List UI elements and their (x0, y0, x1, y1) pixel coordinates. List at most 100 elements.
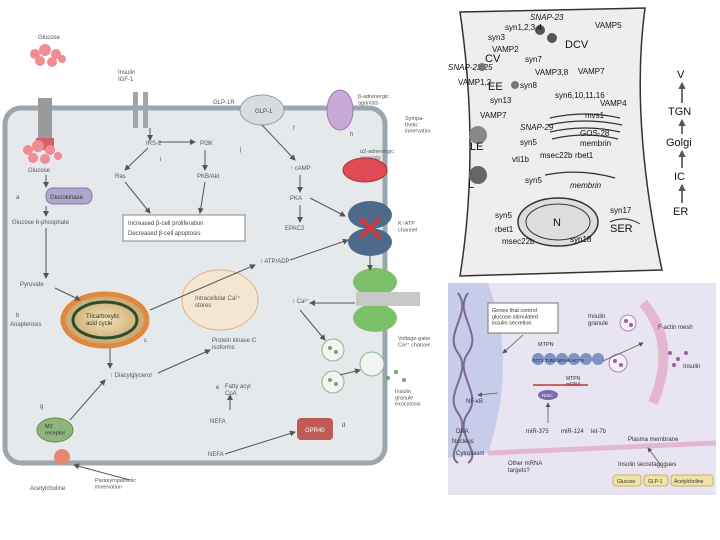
outcome-apoptosis: Decreased β-cell apoptosis (128, 231, 201, 237)
microrna-arrows (477, 334, 664, 469)
l-label: L (468, 179, 474, 191)
cv-vesicle (478, 63, 486, 71)
epac2-label: EPAC2 (285, 226, 305, 232)
letter-h: h (350, 132, 353, 138)
acetylcholine-ligand (54, 449, 70, 465)
mir124-label: miR-124 (561, 429, 584, 435)
alpha2-receptor (342, 157, 388, 183)
dcv-vesicle-2 (547, 33, 557, 43)
microrna-svg: DNA Nucleus Cytoplasm NF-κB Genes that c… (448, 283, 717, 495)
syn5-label: syn5 (520, 138, 537, 147)
le-organelle (469, 126, 487, 144)
secretagogues-label: Insulin secretagogues (618, 462, 676, 468)
vti1b-label: vti1b (512, 155, 529, 164)
pathway-tgn: TGN (668, 106, 691, 118)
nuclear-envelope (525, 203, 591, 241)
atp-adp-label: ↑ ATP/ADP (260, 259, 290, 265)
n-label: N (553, 217, 561, 229)
plasma-membrane-curve (639, 299, 669, 405)
irs2-label: IRS-2 (146, 141, 162, 147)
plasma-membrane-label: Plasma membrane (628, 437, 679, 443)
pi3k-label: PI3K (200, 141, 213, 147)
glucokinase-box (45, 187, 93, 205)
vgcc-channel (353, 268, 420, 332)
anaplerosis-label: Anaplerosis (10, 322, 41, 328)
rbet1b-label: rbet1 (495, 225, 514, 234)
syn18-label: syn18 (570, 235, 592, 244)
snap2325-label: SNAP-23,25 (448, 63, 493, 72)
vamp4-label: VAMP4 (600, 99, 627, 108)
intracellular-ca-stores (181, 269, 259, 331)
ca-label: ↑ Ca²⁺ (292, 298, 310, 305)
le-label: LE (470, 141, 483, 153)
insulin-label: Insulin (683, 364, 700, 370)
letter-f: f (293, 126, 295, 132)
dna-label: DNA (456, 429, 469, 435)
letter-c: c (144, 338, 147, 344)
pka-label: PKA (290, 196, 302, 202)
gpr40-receptor (297, 418, 333, 440)
pathway-golgi: Golgi (666, 137, 692, 149)
acetylcholine-pill-label: Acetylcholine (674, 479, 704, 485)
rbet1-label: rbet1 (575, 151, 594, 160)
glucose-cloud-inside (23, 140, 62, 164)
ic-membrane (544, 171, 616, 179)
letter-b: b (16, 313, 20, 319)
insulin-receptor-right (143, 92, 148, 128)
mtpn-mrna-label: MTPNmRNA (566, 376, 581, 388)
syn5c-label: syn5 (495, 211, 512, 220)
outcomes-box (122, 214, 246, 242)
letter-i: i (160, 157, 161, 163)
glucose-label: Glucose (28, 168, 51, 174)
risc-label: RISC (542, 393, 554, 398)
glucose-cloud-top (30, 44, 66, 67)
m2-receptor (36, 417, 74, 443)
vamp5-label: VAMP5 (595, 21, 622, 30)
acetylcholine-pill (670, 474, 714, 487)
syn3-label: syn3 (488, 33, 505, 42)
syn17-label: syn17 (610, 206, 632, 215)
membrin2-label: membrin (570, 181, 602, 190)
letter-d: d (342, 423, 345, 429)
msec22b-label: msec22b (540, 151, 573, 160)
nfkb-label: NF-κB (466, 399, 483, 405)
ser-membrane (609, 218, 641, 225)
dna-helix (452, 292, 474, 464)
syn7-label: syn7 (525, 55, 542, 64)
pyruvate-label: Pyruvate (20, 282, 44, 288)
letter-j: j (239, 147, 241, 153)
pathway-arrows (43, 124, 373, 481)
insulin-granules (321, 338, 406, 394)
outcome-proliferation: Increased β-cell proliferation (128, 221, 204, 227)
nefa-outside-label: NEFA (208, 452, 224, 458)
camp-label: ↑ cAMP (290, 166, 311, 172)
genes-box (487, 302, 559, 334)
dcv-vesicle (535, 25, 545, 35)
pathway-v: V (677, 69, 685, 81)
msec22b2-label: msec22b (502, 237, 535, 246)
glucose-top-label: Glucose (38, 35, 61, 41)
dcv-label: DCV (565, 39, 589, 51)
glucokinase-label: Glucokinase (50, 195, 84, 201)
glucose-pill-label: Glucose (617, 479, 636, 485)
ee-label: EE (488, 81, 503, 93)
lysosome (469, 166, 487, 184)
insulin-receptor-left (133, 92, 138, 128)
acetylcholine-label: Acetylcholine (30, 486, 66, 492)
nefa-inside-label: NEFA (210, 419, 226, 425)
pathway-ic: IC (674, 171, 685, 183)
risc-complex (538, 390, 558, 400)
glp1r-label: GLP-1R (213, 100, 235, 106)
vamp38-label: VAMP3,8 (535, 68, 569, 77)
vamp12-label: VAMP1,2 (458, 78, 492, 87)
mir375-label: miR-375 (526, 429, 549, 435)
